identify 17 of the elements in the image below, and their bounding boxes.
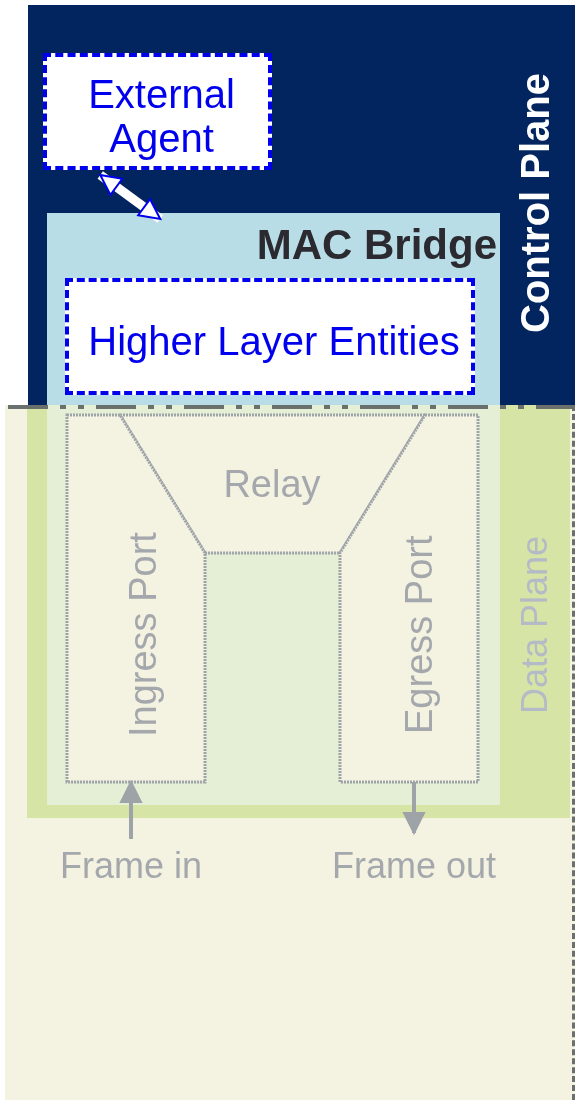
flow-label: Frame out — [330, 845, 498, 887]
bridge-panel — [47, 213, 500, 405]
agent-box — [43, 53, 272, 170]
flow-label: Frame in — [59, 845, 203, 887]
control-plane-panel — [28, 5, 575, 405]
relay-label: Relay — [222, 462, 322, 508]
data-plane-panel — [5, 405, 575, 1100]
box-label: Higher Layer Entities — [87, 317, 461, 365]
double-arrow — [97, 171, 163, 223]
port-label: Ingress Port — [121, 531, 166, 740]
arrow — [403, 782, 425, 834]
entities-box — [65, 278, 475, 395]
box-label: External Agent — [87, 70, 236, 162]
bridge-title: MAC Bridge — [255, 220, 497, 271]
arrow — [120, 781, 142, 839]
port-label: Egress Port — [397, 534, 442, 737]
plane-title: Control Plane — [512, 71, 558, 335]
